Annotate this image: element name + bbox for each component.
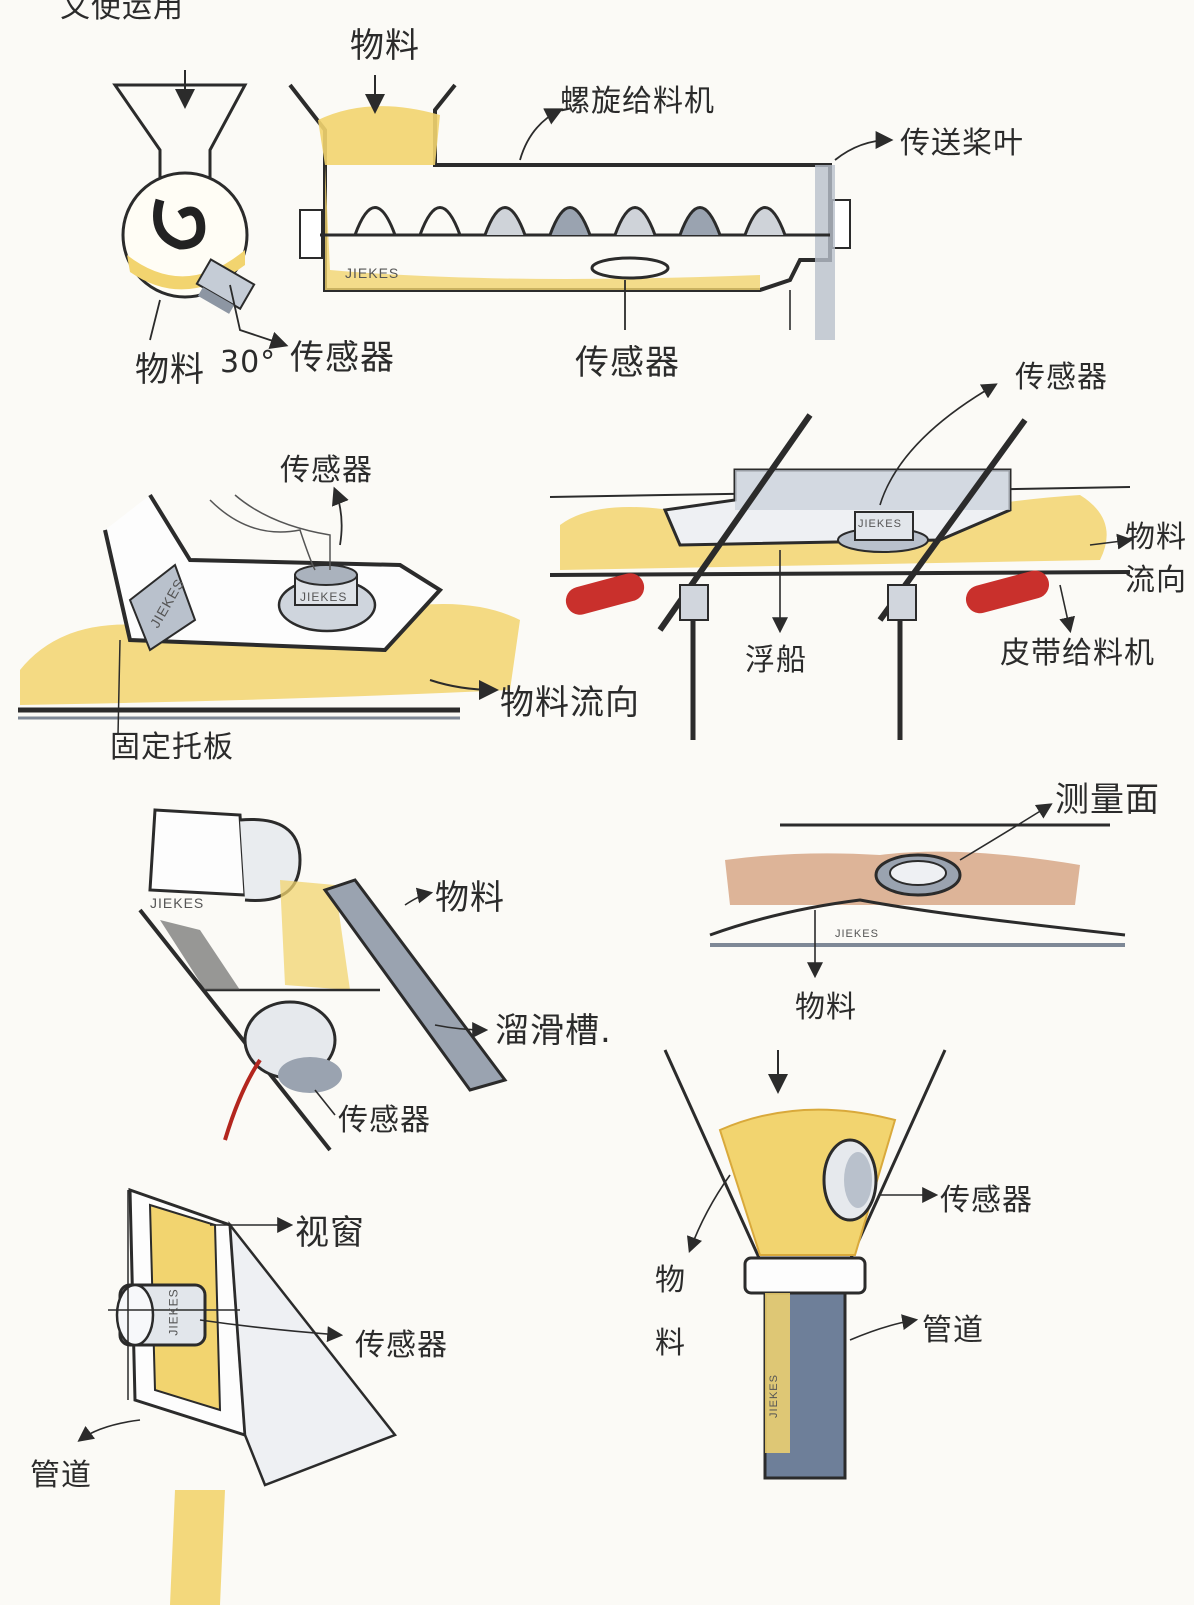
- label-paddle: 传送桨叶: [900, 126, 1024, 161]
- measurement-surface-sketch: [709, 803, 1126, 979]
- brand-mark: JIEKES: [858, 518, 902, 530]
- brand-mark: JIEKES: [300, 590, 348, 604]
- label-angle: 30°: [220, 345, 277, 380]
- label-cone-pipe: 管道: [922, 1313, 984, 1348]
- label-surface: 测量面: [1055, 780, 1160, 820]
- label-float: 浮船: [745, 643, 807, 678]
- label-float-material: 物料: [1125, 520, 1187, 555]
- brand-mark: JIEKES: [150, 895, 205, 911]
- label-screw-feeder: 螺旋给料机: [560, 84, 715, 119]
- label-window-pipe: 管道: [30, 1458, 92, 1493]
- window-pipe-sketch: [77, 1187, 398, 1605]
- label-plate-flow: 物料流向: [500, 683, 640, 723]
- float-belt-sketch: [549, 383, 1134, 740]
- label-sensor-left: 传感器: [290, 338, 395, 378]
- chute-sketch: [138, 808, 508, 1152]
- label-cone-sensor: 传感器: [940, 1183, 1033, 1218]
- label-cone-material-2: 料: [655, 1326, 686, 1361]
- label-fixed-plate: 固定托板: [110, 730, 234, 765]
- brand-mark: JIEKES: [835, 928, 879, 940]
- label-material-top: 物料: [350, 26, 420, 66]
- label-float-flow: 流向: [1125, 563, 1187, 598]
- label-sensor-bottom: 传感器: [575, 343, 680, 383]
- label-material-left: 物料: [135, 350, 205, 390]
- plate-sensor-sketch: [18, 486, 520, 736]
- label-belt-feeder: 皮带给料机: [1000, 636, 1155, 671]
- screw-leader-lines: [149, 108, 894, 349]
- hopper-side-view: [112, 70, 256, 314]
- label-float-sensor: 传感器: [1015, 360, 1108, 395]
- label-plate-sensor: 传感器: [280, 453, 373, 488]
- label-chute-sensor: 传感器: [338, 1103, 431, 1138]
- brand-mark: JIEKES: [345, 265, 400, 281]
- top-left-heading: 又使运用: [60, 0, 184, 25]
- screw-feeder-body: [288, 75, 851, 340]
- brand-mark: JIEKES: [767, 1374, 780, 1418]
- label-chute: 溜滑槽.: [495, 1011, 612, 1051]
- label-surface-material: 物料: [795, 990, 857, 1025]
- label-chute-material: 物料: [435, 878, 505, 918]
- brand-mark: JIEKES: [166, 1288, 181, 1336]
- label-cone-material-1: 物: [655, 1263, 686, 1298]
- cone-pipe-sketch: [663, 1049, 947, 1480]
- label-window: 视窗: [295, 1213, 365, 1253]
- label-window-sensor: 传感器: [355, 1328, 448, 1363]
